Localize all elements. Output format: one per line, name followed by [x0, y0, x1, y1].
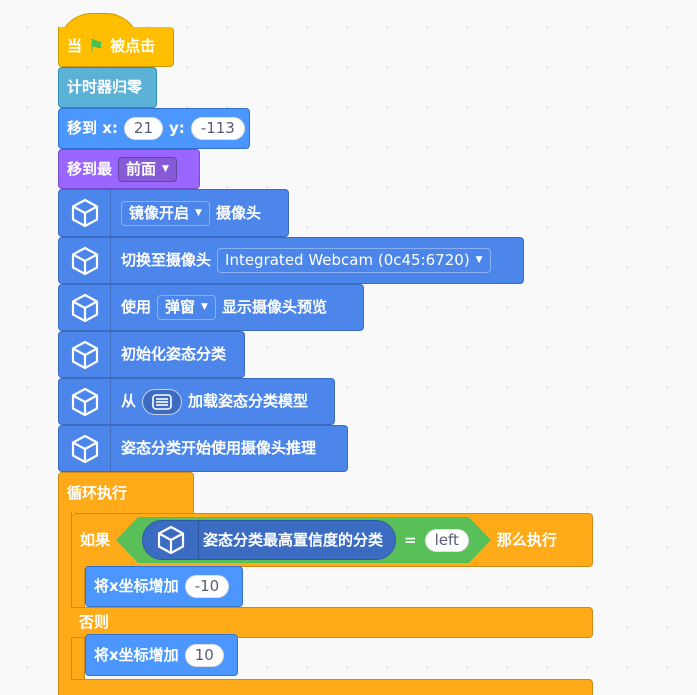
- change-x-pos-block[interactable]: 将x坐标增加 10: [85, 634, 238, 676]
- camera-preview-block[interactable]: 使用 弹窗 ▼ 显示摄像头预览: [58, 284, 364, 331]
- forever-loop-block[interactable]: 循环执行: [58, 472, 194, 513]
- green-flag-icon: ⚑: [88, 35, 105, 57]
- chevron-down-icon: ▼: [201, 302, 208, 312]
- cube-icon: [59, 379, 111, 424]
- chevron-down-icon: ▼: [195, 207, 202, 218]
- layer-dropdown[interactable]: 前面 ▼: [118, 156, 177, 182]
- when-label: 当: [67, 37, 83, 55]
- list-icon: [152, 393, 172, 410]
- go-to-x-label: 移到 x:: [67, 119, 118, 137]
- forever-label: 循环执行: [67, 483, 128, 502]
- change-x-neg-block[interactable]: 将x坐标增加 -10: [85, 566, 243, 607]
- start-inference-label: 姿态分类开始使用摄像头推理: [121, 439, 317, 457]
- change-x-pos-input[interactable]: 10: [184, 643, 224, 667]
- from-label: 从: [121, 392, 137, 410]
- pose-top-class-reporter[interactable]: 姿态分类最高置信度的分类: [142, 520, 396, 560]
- go-to-xy-block[interactable]: 移到 x: 21 y: -113: [58, 108, 250, 149]
- preview-mode-value: 弹窗: [165, 298, 196, 316]
- cube-icon: [59, 332, 111, 377]
- load-model-label: 加载姿态分类模型: [188, 392, 309, 410]
- equals-operator[interactable]: 姿态分类最高置信度的分类 = left: [116, 517, 491, 563]
- reset-timer-block[interactable]: 计时器归零: [58, 67, 157, 108]
- mirror-dropdown-value: 镜像开启: [129, 203, 190, 222]
- camera-label: 摄像头: [215, 203, 261, 222]
- change-x-neg-input[interactable]: -10: [184, 575, 230, 598]
- clicked-label: 被点击: [110, 37, 156, 55]
- start-pose-inference-block[interactable]: 姿态分类开始使用摄像头推理: [58, 425, 348, 472]
- model-list-input[interactable]: [142, 388, 183, 415]
- cube-icon: [59, 426, 111, 471]
- cube-icon: [143, 521, 199, 559]
- switch-camera-block[interactable]: 切换至摄像头 Integrated Webcam (0c45:6720) ▼: [58, 237, 524, 284]
- x-input[interactable]: 21: [123, 117, 163, 140]
- layer-dropdown-value: 前面: [126, 159, 157, 178]
- go-to-y-label: y:: [169, 119, 185, 137]
- then-label: 那么执行: [496, 530, 557, 549]
- mirror-camera-block[interactable]: 镜像开启 ▼ 摄像头: [58, 189, 289, 237]
- show-preview-label: 显示摄像头预览: [221, 298, 327, 316]
- init-pose-label: 初始化姿态分类: [121, 345, 227, 363]
- chevron-down-icon: ▼: [162, 163, 169, 174]
- camera-device-value: Integrated Webcam (0c45:6720): [225, 251, 470, 269]
- go-to-layer-block[interactable]: 移到最 前面 ▼: [58, 149, 200, 189]
- reset-timer-label: 计时器归零: [67, 78, 143, 96]
- init-pose-classifier-block[interactable]: 初始化姿态分类: [58, 331, 245, 378]
- y-input[interactable]: -113: [190, 117, 245, 140]
- change-x-label: 将x坐标增加: [94, 577, 179, 595]
- chevron-down-icon: ▼: [475, 255, 483, 265]
- when-flag-clicked-block[interactable]: 当 ⚑ 被点击: [58, 27, 174, 67]
- if-label: 如果: [80, 530, 111, 549]
- equals-sign: =: [404, 530, 417, 549]
- change-x-label: 将x坐标增加: [94, 645, 179, 664]
- load-pose-model-block[interactable]: 从 加载姿态分类模型: [58, 378, 335, 425]
- cube-icon: [59, 285, 111, 330]
- use-label: 使用: [121, 298, 152, 316]
- if-else-block[interactable]: 如果 姿态分类最高置信度的分类 = left 那么执行: [71, 513, 593, 567]
- switch-camera-label: 切换至摄像头: [121, 251, 212, 269]
- cube-icon: [59, 190, 111, 236]
- pose-top-class-label: 姿态分类最高置信度的分类: [203, 530, 384, 549]
- if-else-bottom: [71, 679, 593, 695]
- compare-value-input[interactable]: left: [425, 529, 469, 552]
- mirror-dropdown[interactable]: 镜像开启 ▼: [121, 200, 210, 226]
- cube-icon: [59, 238, 111, 283]
- preview-mode-dropdown[interactable]: 弹窗 ▼: [157, 295, 216, 320]
- else-section: 否则: [71, 607, 593, 638]
- else-label: 否则: [79, 613, 110, 631]
- go-to-layer-label: 移到最: [67, 159, 113, 178]
- forever-loop-arm: [58, 512, 72, 695]
- camera-device-dropdown[interactable]: Integrated Webcam (0c45:6720) ▼: [217, 248, 491, 273]
